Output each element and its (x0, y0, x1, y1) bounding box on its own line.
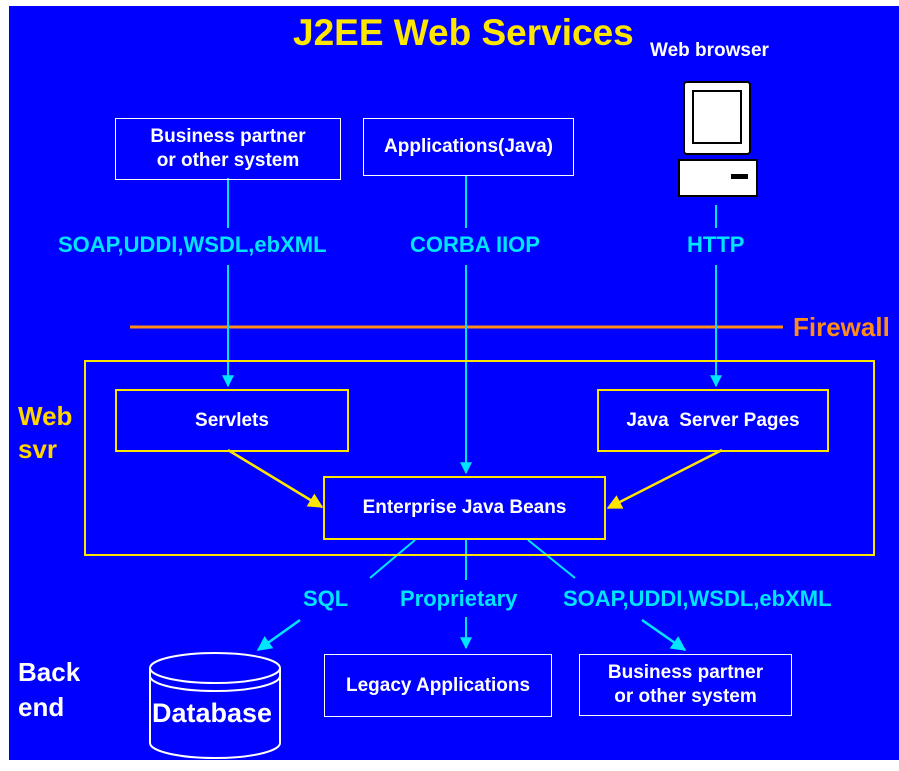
computer-icon (678, 81, 758, 197)
arrow-jsp-to-ejb (606, 448, 723, 510)
protocol-proprietary: Proprietary (400, 586, 518, 611)
applications-label: Applications(Java) (384, 136, 553, 158)
arrow-soap-to-partner (641, 618, 687, 652)
back-end-label: Back end (18, 657, 81, 723)
ejb-label: Enterprise Java Beans (362, 497, 567, 518)
business-partner-box-top: Business partner or other system (115, 118, 341, 180)
firewall-label: Firewall (793, 312, 890, 342)
servlets-box: Servlets (115, 389, 349, 452)
web-server-container (84, 360, 875, 556)
web-browser-label: Web browser (650, 40, 769, 61)
web-server-label: Web svr (18, 401, 73, 464)
arrow-sql-to-database (256, 618, 301, 652)
protocol-sql: SQL (303, 586, 349, 611)
protocol-soap-top: SOAP,UDDI,WSDL,ebXML (58, 232, 327, 257)
legacy-applications-box: Legacy Applications (324, 654, 552, 717)
applications-box: Applications(Java) (363, 118, 574, 176)
ejb-box: Enterprise Java Beans (323, 476, 606, 540)
connector-ejb-to-soap (527, 539, 576, 579)
business-partner-top-label: Business partner or other system (150, 126, 306, 171)
business-partner-box-bottom: Business partner or other system (579, 654, 792, 716)
arrow-servlets-to-ejb (227, 448, 324, 509)
business-partner-bottom-label: Business partner or other system (607, 662, 764, 707)
servlets-label: Servlets (195, 409, 269, 431)
jsp-label: Java Server Pages (626, 409, 800, 431)
protocol-soap-bottom: SOAP,UDDI,WSDL,ebXML (563, 586, 832, 611)
protocol-corba-iiop: CORBA IIOP (410, 232, 540, 257)
jsp-box: Java Server Pages (597, 389, 829, 452)
protocol-http: HTTP (687, 232, 745, 257)
diagram-title: J2EE Web Services (293, 12, 634, 53)
database-cylinder (149, 652, 281, 759)
database-label: Database (152, 698, 273, 728)
connector-ejb-to-sql (369, 539, 416, 579)
legacy-applications-label: Legacy Applications (345, 674, 531, 696)
